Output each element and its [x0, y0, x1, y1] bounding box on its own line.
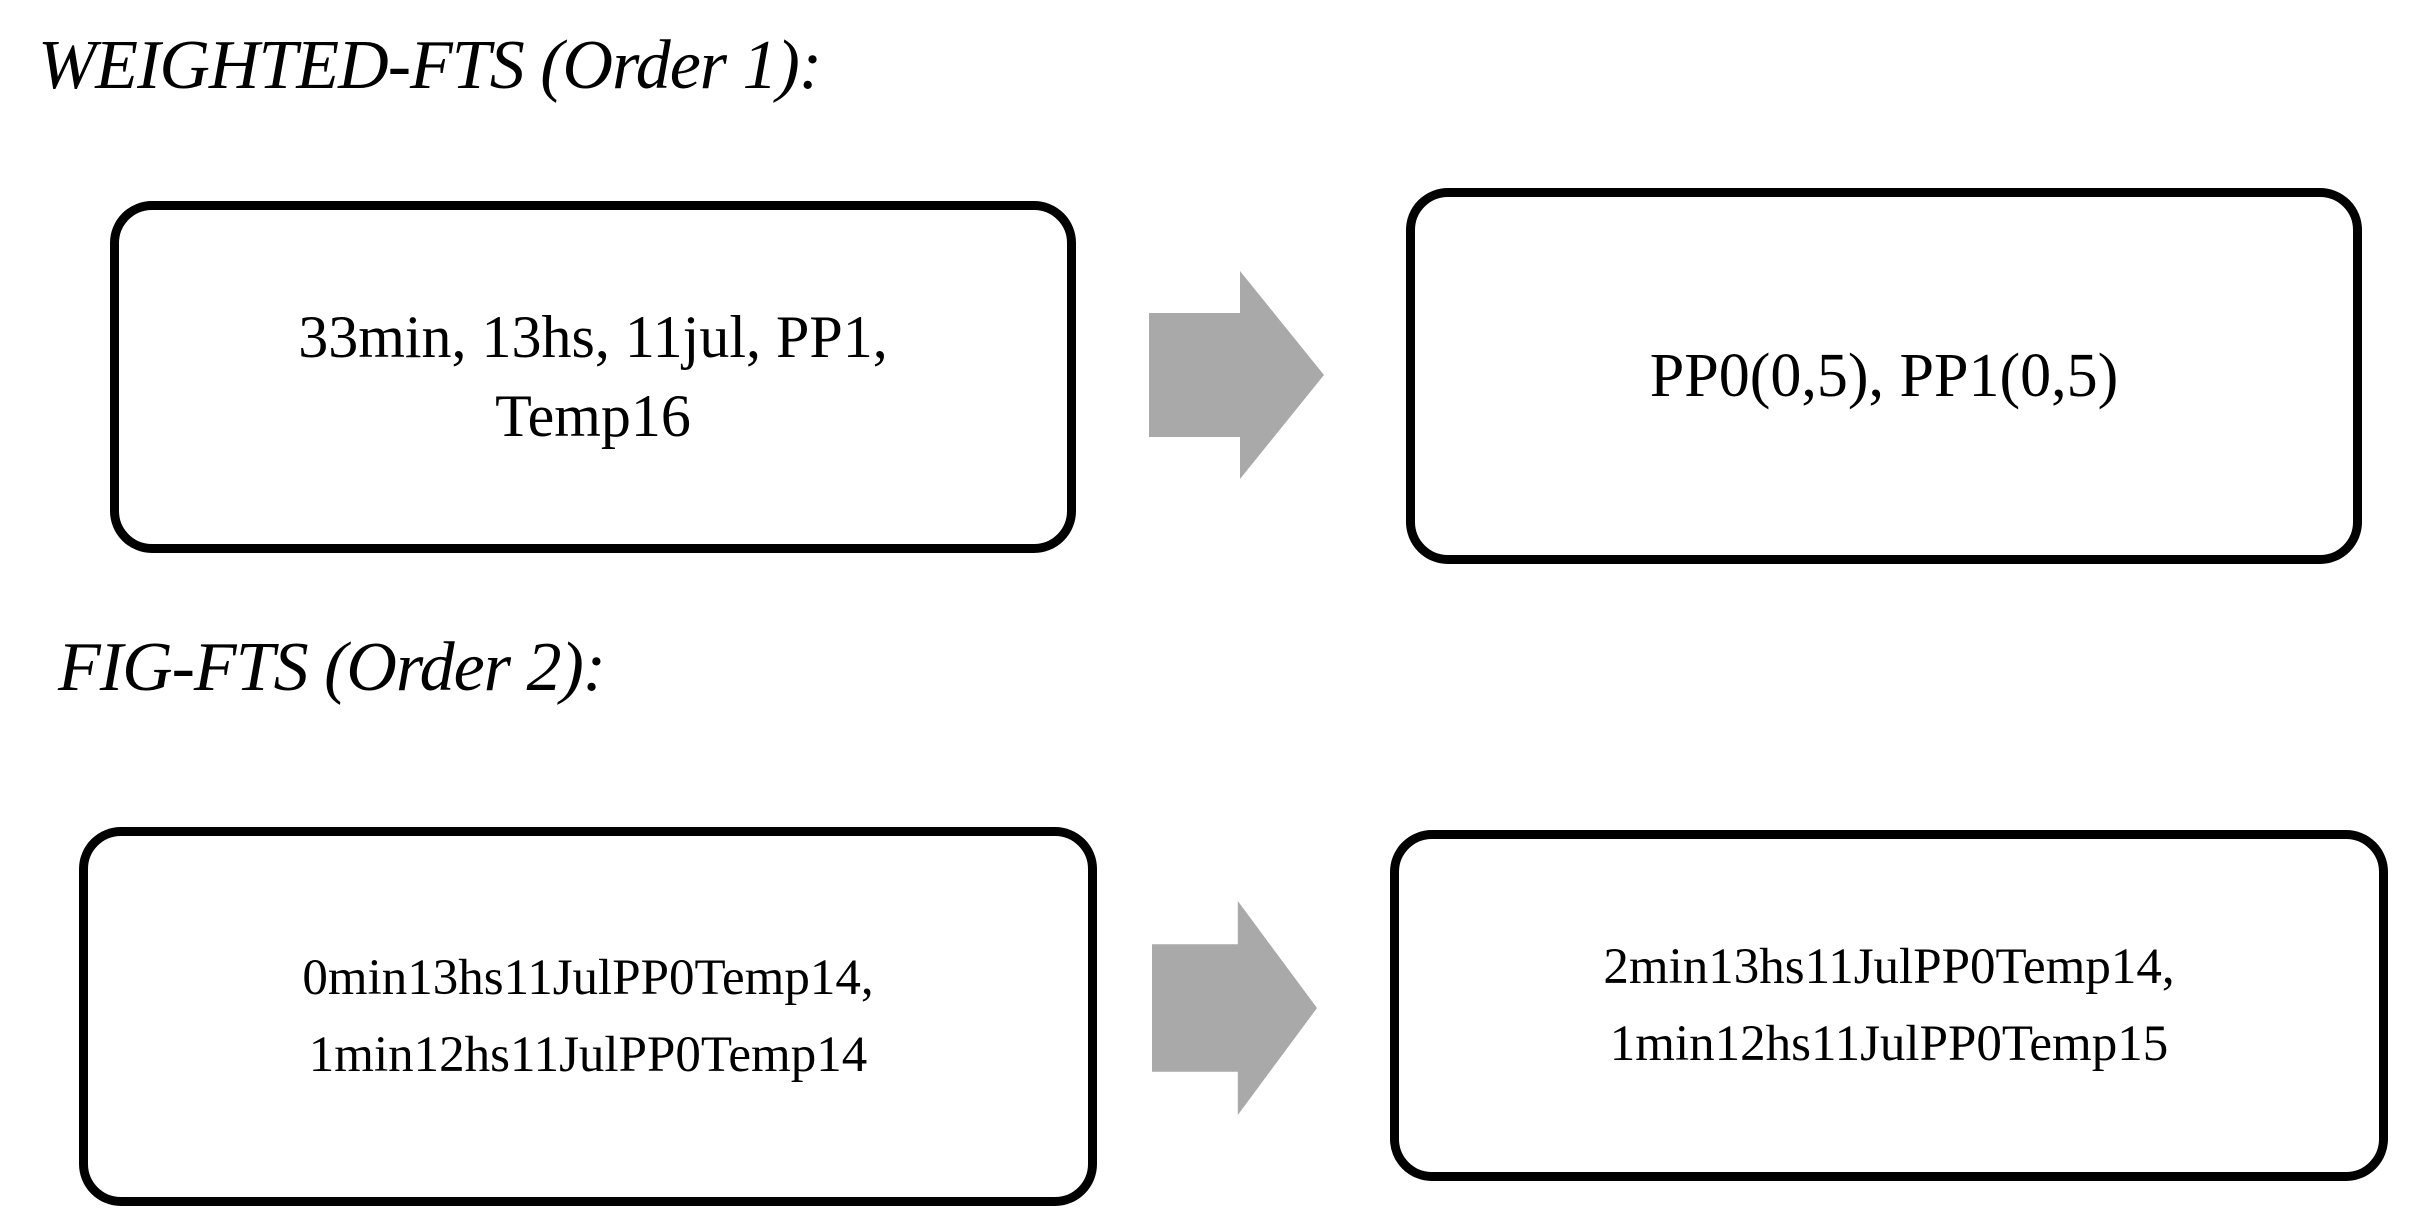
box-text-line: 1min12hs11JulPP0Temp14 [308, 1026, 868, 1083]
target-box-fig-fts: 2min13hs11JulPP0Temp14, 1min12hs11JulPP0… [1390, 830, 2388, 1181]
source-box-fig-fts: 0min13hs11JulPP0Temp14, 1min12hs11JulPP0… [79, 827, 1097, 1206]
right-arrow-icon [1149, 271, 1324, 479]
source-box-weighted-fts: 33min, 13hs, 11jul, PP1, Temp16 [110, 201, 1076, 553]
section-title-fig-fts: FIG-FTS (Order 2): [58, 629, 606, 706]
box-text-line: 33min, 13hs, 11jul, PP1, [298, 303, 888, 370]
box-text-line: 0min13hs11JulPP0Temp14, [302, 950, 874, 1006]
target-box-weighted-fts: PP0(0,5), PP1(0,5) [1406, 188, 2362, 564]
right-arrow-icon [1152, 901, 1317, 1115]
box-text-line: Temp16 [495, 383, 691, 449]
section-title-weighted-fts: WEIGHTED-FTS (Order 1): [38, 27, 822, 104]
box-text-line: PP0(0,5), PP1(0,5) [1649, 341, 2119, 410]
box-text-line: 1min12hs11JulPP0Temp15 [1609, 1015, 2169, 1072]
box-text-line: 2min13hs11JulPP0Temp14, [1603, 939, 2175, 995]
